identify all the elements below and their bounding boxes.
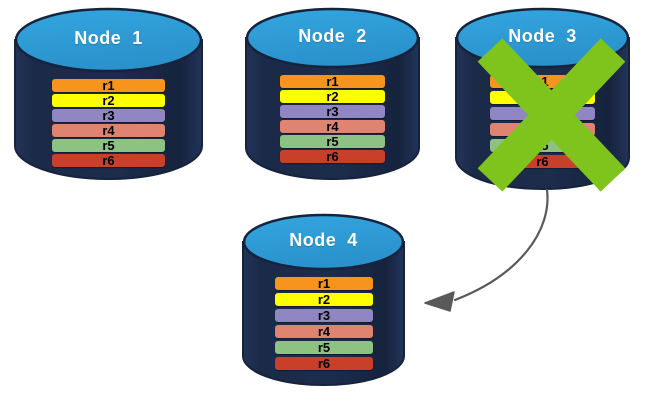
record-row[interactable]: r3	[280, 105, 385, 118]
record-row[interactable]: r4	[52, 124, 165, 137]
record-row[interactable]: r4	[275, 325, 373, 338]
record-list: r1 r2 r3 r4 r5 r6	[52, 79, 165, 167]
record-row[interactable]: r2	[52, 94, 165, 107]
record-row[interactable]: r6	[52, 154, 165, 167]
record-row[interactable]: r1	[275, 277, 373, 290]
record-row[interactable]: r5	[275, 341, 373, 354]
record-row[interactable]: r2	[275, 293, 373, 306]
cylinder-top	[242, 213, 405, 271]
record-row[interactable]: r6	[275, 357, 373, 370]
record-list: r1 r2 r3 r4 r5 r6	[280, 75, 385, 163]
record-row[interactable]: r3	[275, 309, 373, 322]
record-row[interactable]: r1	[52, 79, 165, 92]
record-row[interactable]: r2	[280, 90, 385, 103]
record-row[interactable]: r4	[280, 120, 385, 133]
record-row[interactable]: r5	[52, 139, 165, 152]
record-row[interactable]: r1	[280, 75, 385, 88]
record-row[interactable]: r5	[280, 135, 385, 148]
record-row[interactable]: r6	[280, 150, 385, 163]
failover-arrow-head	[424, 291, 455, 312]
failover-arrow-curve	[453, 188, 549, 302]
cylinder-top	[14, 7, 203, 73]
record-list: r1 r2 r3 r4 r5 r6	[275, 277, 373, 370]
record-row[interactable]: r3	[52, 109, 165, 122]
cylinder-top	[245, 7, 420, 69]
